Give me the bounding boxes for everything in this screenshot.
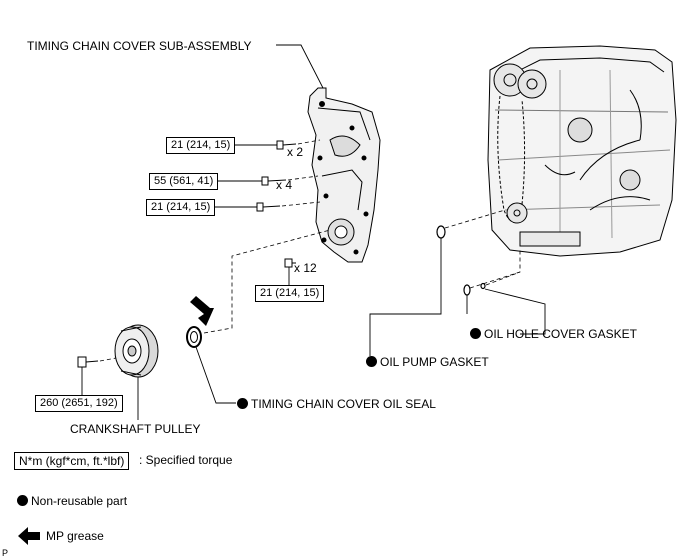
leader-lines [81, 44, 546, 420]
filled-circle-icon [17, 495, 28, 506]
bolts [77, 140, 297, 368]
oil-pump-gasket-label: OIL PUMP GASKET [366, 355, 489, 369]
non-reusable-icon [237, 398, 248, 409]
oil-seal-part [186, 326, 202, 348]
legend-non-reusable-text: Non-reusable part [31, 494, 128, 508]
timing-chain-cover-part [307, 87, 381, 263]
oil-hole-cover-gasket-label-text: OIL HOLE COVER GASKET [484, 327, 637, 341]
legend-mp-grease: MP grease [46, 529, 104, 543]
oil-hole-cover-gasket-label: OIL HOLE COVER GASKET [470, 327, 637, 341]
qty-top-bolt: x 2 [287, 145, 304, 159]
non-reusable-icon [366, 356, 377, 367]
qty-bottom-bolt: x 12 [294, 261, 317, 275]
timing-chain-cover-label: TIMING CHAIN COVER SUB-ASSEMBLY [27, 39, 252, 53]
torque-pulley-bolt: 260 (2651, 192) [35, 395, 123, 412]
non-reusable-icon [470, 328, 481, 339]
crankshaft-pulley-label: CRANKSHAFT PULLEY [70, 422, 201, 436]
torque-bottom-bolt: 21 (214, 15) [255, 285, 325, 302]
oil-seal-label: TIMING CHAIN COVER OIL SEAL [237, 397, 436, 411]
arrow-left-icon [18, 527, 40, 545]
oil-seal-label-text: TIMING CHAIN COVER OIL SEAL [251, 397, 436, 411]
grease-arrow-icon [190, 296, 214, 326]
torque-middle-bolt: 55 (561, 41) [149, 173, 219, 190]
torque-lower-bolt: 21 (214, 15) [146, 199, 216, 216]
oil-pump-gasket-label-text: OIL PUMP GASKET [380, 355, 489, 369]
gasket-parts [436, 225, 486, 296]
crankshaft-pulley-part [114, 324, 159, 378]
engine-block [487, 45, 677, 257]
footer-code: P [2, 548, 9, 558]
alignment-lines [99, 139, 521, 362]
legend-non-reusable: Non-reusable part [17, 494, 127, 508]
qty-middle-bolt: x 4 [276, 178, 293, 192]
legend-torque-unit: N*m (kgf*cm, ft.*lbf) [14, 452, 130, 470]
torque-top-bolt: 21 (214, 15) [166, 137, 236, 154]
legend-torque-desc: : Specified torque [139, 453, 233, 467]
